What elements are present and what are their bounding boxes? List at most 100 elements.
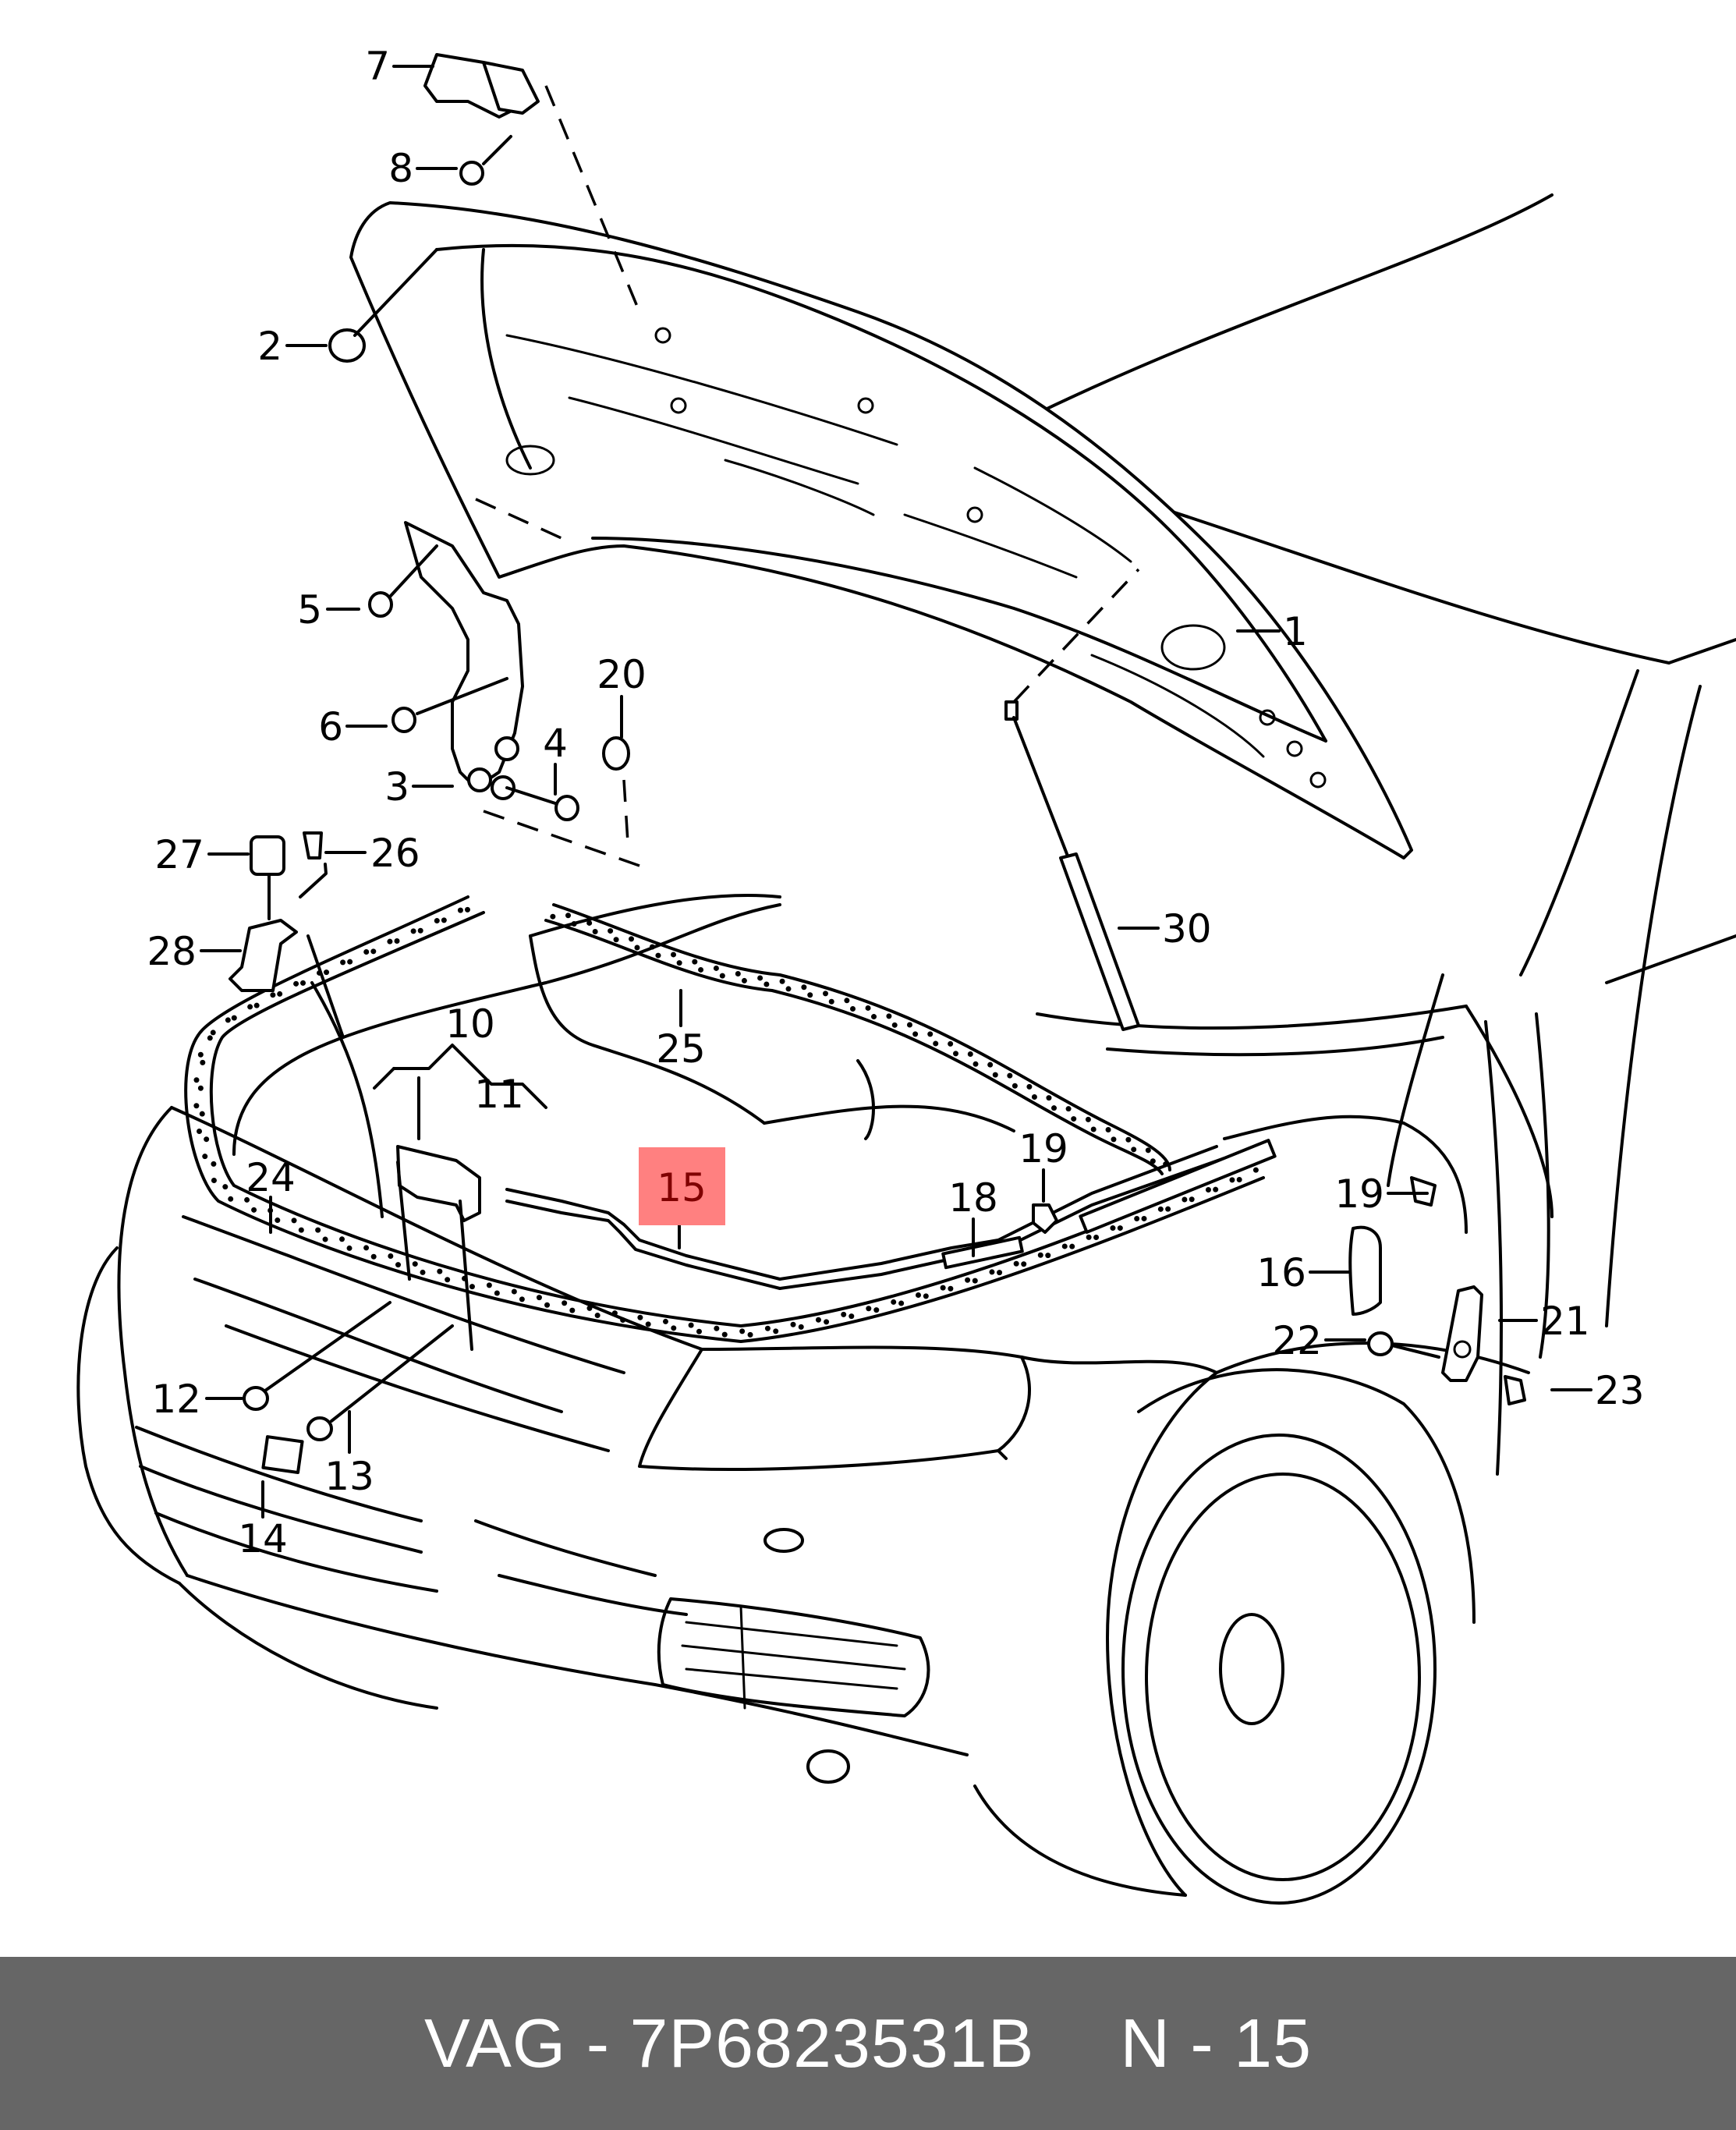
seal-dot [211, 1161, 217, 1167]
seal-dot [1213, 1186, 1219, 1193]
seal-dot [739, 1328, 746, 1334]
callout-5[interactable]: 5 [297, 587, 322, 633]
callout-6[interactable]: 6 [318, 704, 343, 750]
bolt-8 [459, 135, 512, 186]
seal-dot [807, 992, 813, 998]
footer-position-separator: - [1190, 2004, 1214, 2082]
grommet-26 [299, 831, 328, 898]
seal-dot [866, 1306, 872, 1312]
seal-dot [1051, 1105, 1058, 1111]
seal-dot [437, 1268, 443, 1274]
seal-dot [1205, 1186, 1211, 1193]
callout-11[interactable]: 11 [474, 1072, 524, 1117]
seal-dot [565, 913, 572, 919]
callout-14[interactable]: 14 [238, 1516, 288, 1561]
callout-24[interactable]: 24 [246, 1155, 296, 1200]
seal-dot [655, 952, 661, 959]
callout-7[interactable]: 7 [365, 44, 390, 89]
seal-dot [608, 928, 614, 934]
callout-3[interactable]: 3 [384, 764, 409, 810]
callout-labels: 7 8 2 5 6 3 4 20 27 26 28 1 30 25 10 11 … [147, 44, 1644, 1561]
seal-dot [412, 1261, 418, 1267]
seal-dot [324, 969, 330, 976]
buffer-2 [328, 248, 438, 363]
seal-dot [698, 966, 704, 973]
seal-dot [300, 980, 306, 986]
gas-strut-30 [1004, 568, 1140, 1031]
callout-26[interactable]: 26 [370, 831, 420, 876]
callout-18[interactable]: 18 [948, 1175, 998, 1221]
seal-dot [1046, 1095, 1052, 1101]
callout-19b[interactable]: 19 [1334, 1171, 1384, 1217]
seal-dot [719, 973, 725, 979]
seal-dot [457, 907, 463, 913]
seal-dot [193, 1103, 200, 1109]
seal-dot [714, 1325, 720, 1331]
callout-4[interactable]: 4 [543, 721, 568, 766]
seal-dot [519, 1296, 525, 1302]
seal-dot [773, 1328, 779, 1334]
callout-10[interactable]: 10 [445, 1001, 495, 1047]
seal-dot [871, 1014, 877, 1020]
seal-dot [197, 1051, 204, 1058]
bolt-6 [391, 677, 508, 733]
callout-28[interactable]: 28 [147, 929, 197, 974]
seal-dot [340, 959, 346, 966]
seal-dot [210, 1030, 216, 1036]
seal-dot [370, 948, 377, 955]
seal-dot [1011, 1083, 1018, 1089]
seal-dot [346, 1245, 353, 1251]
seal-dot [291, 1217, 297, 1224]
seal-dot [721, 1331, 728, 1338]
seal-dot [671, 952, 677, 958]
seal-dot [251, 1207, 257, 1213]
callout-27[interactable]: 27 [154, 832, 204, 877]
seal-dot [613, 937, 619, 943]
seal-dot [434, 918, 440, 924]
bolt-5 [368, 544, 438, 618]
seal-dot [620, 1317, 626, 1323]
seal-dot [363, 1245, 370, 1251]
callout-13[interactable]: 13 [324, 1454, 374, 1499]
seal-dot [536, 1295, 542, 1301]
callout-15[interactable]: 15 [657, 1165, 707, 1210]
callout-19a[interactable]: 19 [1019, 1126, 1068, 1171]
hood-seal-25 [544, 903, 1171, 1175]
seal-dot [1145, 1147, 1151, 1154]
seal-dot [339, 1236, 345, 1242]
seal-dot [394, 938, 400, 945]
seal-dot [200, 1059, 206, 1065]
seal-dot [634, 945, 640, 951]
seal-dot [948, 1040, 954, 1047]
assembly-lines [475, 85, 641, 867]
callout-30[interactable]: 30 [1162, 906, 1212, 952]
seal-dot [417, 927, 423, 934]
callout-1[interactable]: 1 [1283, 609, 1308, 654]
seal-dot [222, 1184, 229, 1190]
seal-dot [1031, 1093, 1037, 1100]
seal-dot [989, 1269, 995, 1275]
callout-25[interactable]: 25 [656, 1026, 706, 1072]
callout-20[interactable]: 20 [597, 652, 647, 697]
callout-8[interactable]: 8 [388, 146, 413, 191]
screw-12 [243, 1301, 391, 1411]
seal-dot [798, 1324, 804, 1330]
callout-21[interactable]: 21 [1540, 1299, 1590, 1344]
seal-dot [1086, 1234, 1092, 1240]
seal-dot [1117, 1225, 1123, 1232]
callout-12[interactable]: 12 [151, 1377, 201, 1422]
hood-seal-24 [184, 895, 1265, 1343]
clip-19-right [1410, 1176, 1437, 1207]
seal-dot [629, 936, 635, 942]
highlight-box-15 [639, 1147, 725, 1225]
seal-dot [494, 1290, 500, 1296]
footer-position-number: 15 [1234, 2004, 1313, 2082]
callout-23[interactable]: 23 [1595, 1368, 1645, 1413]
seal-dot [244, 1196, 250, 1203]
callout-2[interactable]: 2 [257, 324, 282, 369]
callout-16[interactable]: 16 [1256, 1250, 1306, 1295]
callout-22[interactable]: 22 [1272, 1318, 1322, 1363]
seal-dot [1105, 1127, 1111, 1133]
seal-dot [586, 920, 593, 926]
seal-dot [1229, 1177, 1235, 1183]
